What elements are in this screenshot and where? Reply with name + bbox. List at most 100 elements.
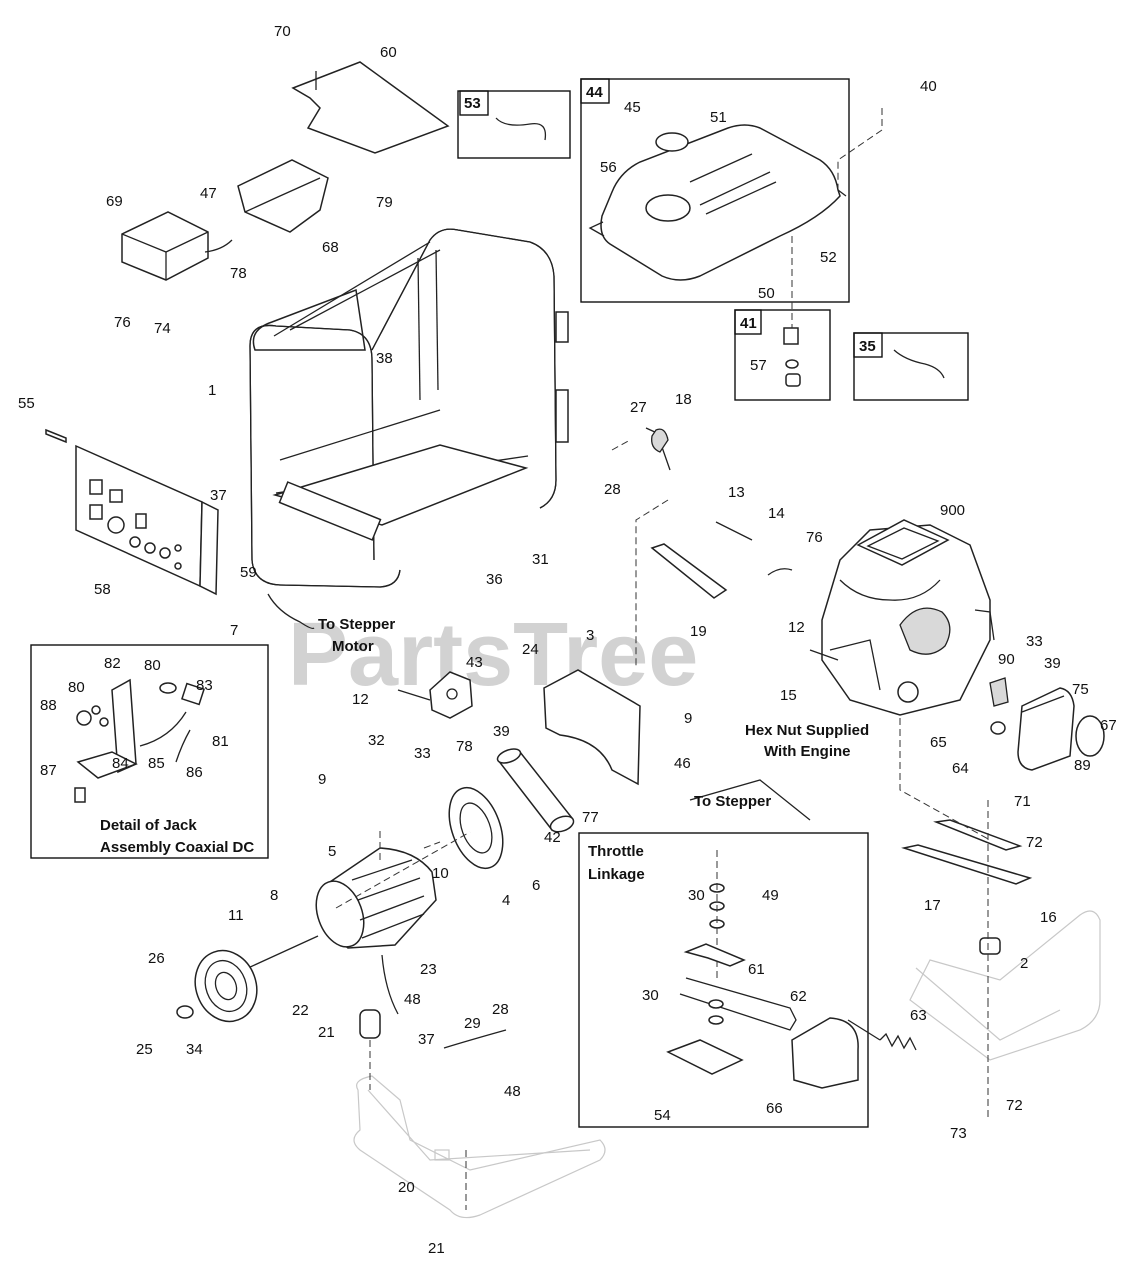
callout-71: 71 (1014, 793, 1031, 810)
callout-78a: 78 (230, 265, 247, 282)
box-44 (580, 78, 850, 303)
bolt-13 (715, 521, 753, 541)
callout-16: 16 (1040, 909, 1057, 926)
alt-axis (335, 831, 471, 909)
callout-84: 84 (112, 755, 129, 772)
filter-67 (1075, 715, 1105, 757)
cable-7 (267, 593, 315, 630)
lead-27 (611, 439, 631, 451)
wire-48a (381, 954, 399, 1015)
callout-labels: 70 60 53 44 45 51 40 56 52 50 69 47 68 7… (18, 23, 1117, 1257)
box-41-tag (734, 309, 762, 335)
callout-5: 5 (328, 843, 336, 860)
valve-41-57 (783, 327, 801, 387)
callout-38: 38 (376, 350, 393, 367)
callout-61: 61 (748, 961, 765, 978)
callout-67: 67 (1100, 717, 1117, 734)
label-throttle-1: Throttle (588, 843, 644, 860)
callout-49: 49 (762, 887, 779, 904)
callout-41: 41 (740, 315, 757, 332)
callout-26: 26 (148, 950, 165, 967)
callout-75: 75 (1072, 681, 1089, 698)
callout-33b: 33 (414, 745, 431, 762)
box-35-tag (853, 332, 883, 358)
control-cover-60 (291, 61, 450, 154)
callout-80b: 80 (68, 679, 85, 696)
callout-89: 89 (1074, 757, 1091, 774)
callout-28a: 28 (604, 481, 621, 498)
callout-19: 19 (690, 623, 707, 640)
box-53 (457, 90, 571, 159)
callout-8: 8 (270, 887, 278, 904)
callout-48b: 48 (504, 1083, 521, 1100)
throttle-linkage-parts (666, 850, 881, 1089)
label-to-stepper: To Stepper (694, 793, 771, 810)
callout-2: 2 (1020, 955, 1028, 972)
callout-73: 73 (950, 1125, 967, 1142)
callout-9a: 9 (684, 710, 692, 727)
capacitor-77 (496, 748, 575, 833)
callout-900: 900 (940, 502, 965, 519)
callout-27: 27 (630, 399, 647, 416)
cable-48b (443, 1029, 507, 1049)
callout-13: 13 (728, 484, 745, 501)
callout-78b: 78 (456, 738, 473, 755)
callout-72b: 72 (1006, 1097, 1023, 1114)
callout-82: 82 (104, 655, 121, 672)
callout-65: 65 (930, 734, 947, 751)
callout-69: 69 (106, 193, 123, 210)
callout-79: 79 (376, 194, 393, 211)
mount-brackets-16 (901, 819, 1033, 885)
rod-11 (247, 935, 319, 969)
cover-24 (543, 669, 641, 786)
callout-87: 87 (40, 762, 57, 779)
breaker-box-69 (121, 211, 233, 281)
lead-engine-mount (899, 718, 991, 841)
callout-56: 56 (600, 159, 617, 176)
callout-30b: 30 (642, 987, 659, 1004)
callout-76a: 76 (114, 314, 131, 331)
callout-62: 62 (790, 988, 807, 1005)
callout-44: 44 (586, 84, 603, 101)
box-53-tag (459, 90, 489, 116)
callout-83: 83 (196, 677, 213, 694)
callout-39a: 39 (1044, 655, 1061, 672)
callout-51: 51 (710, 109, 727, 126)
callout-60: 60 (380, 44, 397, 61)
callout-12a: 12 (352, 691, 369, 708)
base-frame-20 (353, 1075, 606, 1219)
callout-80a: 80 (144, 657, 161, 674)
box-jack-detail (30, 644, 269, 859)
callout-30a: 30 (688, 887, 705, 904)
lead-alt-bolts (379, 830, 441, 860)
callout-1: 1 (208, 382, 216, 399)
callout-20: 20 (398, 1179, 415, 1196)
end-bell-4 (448, 786, 504, 870)
air-cleaner-75 (1017, 687, 1075, 771)
callout-85: 85 (148, 755, 165, 772)
label-jack-detail-1: Detail of Jack (100, 817, 197, 834)
callout-33a: 33 (1026, 633, 1043, 650)
mount-21a (359, 1009, 381, 1039)
part-18 (651, 428, 669, 453)
callout-50: 50 (758, 285, 775, 302)
box-41 (734, 309, 831, 401)
callout-3: 3 (586, 627, 594, 644)
callout-24: 24 (522, 641, 539, 658)
label-55 (45, 428, 67, 444)
callout-21a: 21 (318, 1024, 335, 1041)
callout-53: 53 (464, 95, 481, 112)
callout-9b: 9 (318, 771, 326, 788)
label-throttle-2: Linkage (588, 866, 645, 883)
callout-7: 7 (230, 622, 238, 639)
lead-cover (635, 499, 669, 668)
label-to-stepper-motor-1: To Stepper (318, 616, 395, 633)
bracket-19 (650, 543, 728, 599)
label-to-stepper-motor-2: Motor (332, 638, 374, 655)
callout-64: 64 (952, 760, 969, 777)
callout-63: 63 (910, 1007, 927, 1024)
callout-23: 23 (420, 961, 437, 978)
plug-25 (176, 1005, 194, 1019)
